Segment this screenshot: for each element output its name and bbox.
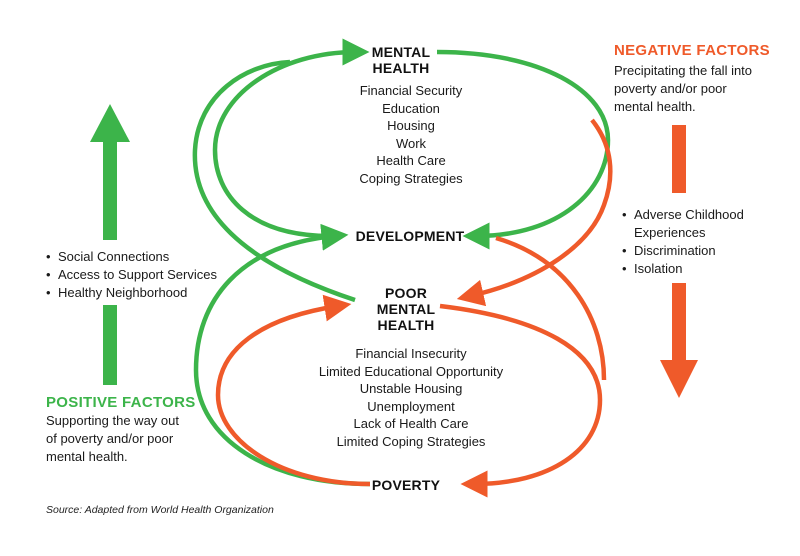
list-item: Unemployment <box>367 398 455 414</box>
red-arc-upper-right <box>456 118 613 307</box>
node-poor-mental-health: POOR MENTAL HEALTH <box>376 285 436 333</box>
list-item: Lack of Health Care <box>353 416 469 431</box>
list-item: •Social Connections <box>46 249 170 264</box>
list-item: Housing <box>387 118 435 133</box>
list-item: Work <box>395 135 427 151</box>
green-arc-outer-left <box>192 59 356 303</box>
list-item: •Adverse Childhood Experiences <box>622 207 744 240</box>
list-item: Limited Coping Strategies <box>336 433 486 449</box>
red-arc-lower-left <box>215 294 371 487</box>
node-development: DEVELOPMENT <box>355 228 465 244</box>
poor-mental-health-factors: Financial Insecurity Limited Educational… <box>290 345 532 450</box>
negative-arrow-shaft-lower <box>672 283 686 363</box>
list-item: Coping Strategies <box>359 170 463 186</box>
list-item: Health Care <box>376 153 446 168</box>
list-item: •Isolation <box>622 261 683 276</box>
red-arc-lower-right <box>439 303 603 498</box>
list-item: •Access to Support Services <box>46 267 217 282</box>
positive-factors-title: POSITIVE FACTORS <box>46 394 196 411</box>
list-item: •Healthy Neighborhood <box>46 285 188 300</box>
negative-factors-title: NEGATIVE FACTORS <box>614 42 770 59</box>
list-item: Education <box>382 100 440 116</box>
negative-factors-description: Precipitating the fall into poverty and/… <box>614 63 753 114</box>
green-arc-upper-right <box>436 49 611 250</box>
source-note: Source: Adapted from World Health Organi… <box>46 504 274 516</box>
list-item: Limited Educational Opportunity <box>318 363 504 379</box>
positive-factor-list: •Social Connections •Access to Support S… <box>46 248 236 302</box>
negative-factor-list: •Adverse Childhood Experiences •Discrimi… <box>622 206 792 278</box>
node-poverty: POVERTY <box>371 477 441 493</box>
positive-arrow-head <box>90 104 130 142</box>
positive-arrow-shaft-lower <box>103 305 117 385</box>
node-mental-health: MENTAL HEALTH <box>371 44 431 76</box>
list-item: Financial Insecurity <box>355 346 467 361</box>
green-arc-lower-left <box>193 223 371 487</box>
positive-arrow-shaft-upper <box>103 140 117 240</box>
negative-arrow-shaft-upper <box>672 125 686 193</box>
negative-arrow-head <box>660 360 698 398</box>
positive-factors-description: Supporting the way out of poverty and/or… <box>46 413 179 464</box>
list-item: Unstable Housing <box>359 381 463 396</box>
red-arc-mid-right <box>495 235 607 381</box>
green-arc-upper-left <box>212 38 370 239</box>
list-item: •Discrimination <box>622 243 716 258</box>
list-item: Financial Security <box>359 83 463 98</box>
mental-health-factors: Financial Security Education Housing Wor… <box>300 82 522 187</box>
